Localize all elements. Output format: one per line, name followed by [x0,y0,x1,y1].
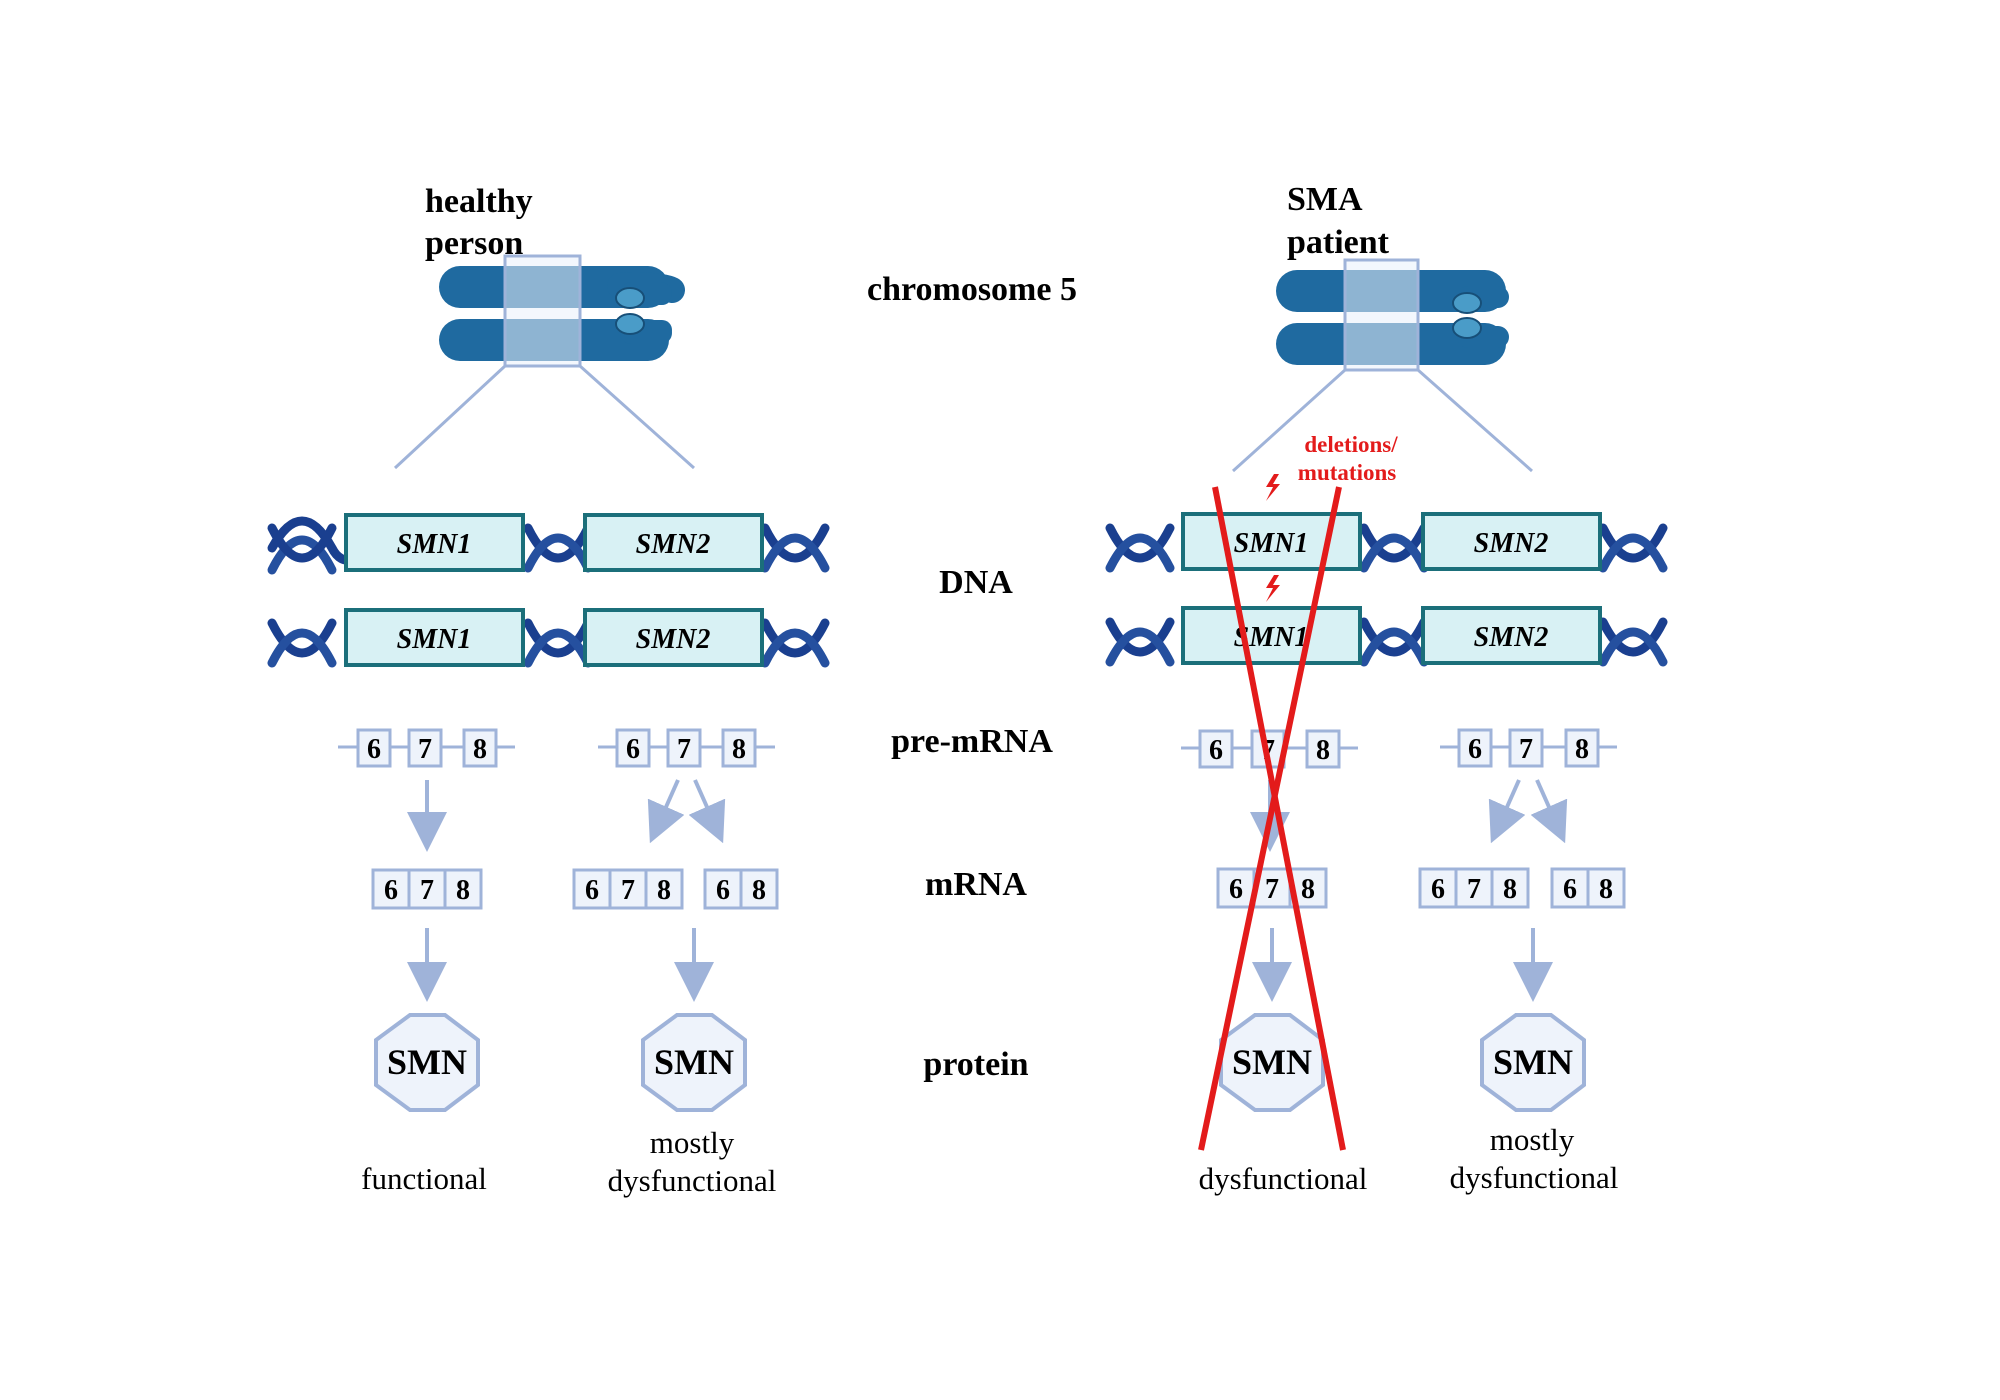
zoom-line-right [578,364,696,470]
gene-box-smn1-bottom: SMN1 [1181,606,1362,665]
gene-box-smn1-top: SMN1 [344,513,525,572]
outcome-smn2-line1: mostly [650,1125,735,1160]
exon-label: 6 [1468,734,1482,765]
protein-octagon-icon: SMN [1219,1013,1325,1112]
outcome-smn1: dysfunctional [1199,1161,1368,1196]
dna-helix-icon [267,516,830,668]
protein-label: SMN [654,1042,734,1082]
panel-healthy: healthy person [267,183,830,1198]
outcome-smn2-line1: mostly [1490,1122,1575,1157]
label-mrna: mRNA [925,866,1027,903]
zoom-line-left [1231,368,1347,473]
exon-label: 6 [1563,874,1577,905]
exon-label: 8 [1316,735,1330,766]
exon-label: 8 [752,875,766,906]
exon-label: 7 [621,875,635,906]
exon-label: 7 [1519,734,1533,765]
protein-octagon-icon: SMN [374,1013,480,1112]
outcome-smn2-line2: dysfunctional [608,1163,777,1198]
exon-label: 6 [1229,874,1243,905]
exon-label: 8 [1575,734,1589,765]
lightning-icon [1266,474,1280,501]
mrna-smn1: 6 7 8 [1216,867,1328,909]
exon-label: 7 [1265,874,1279,905]
gene-label: SMN1 [1234,528,1309,559]
exon-label: 8 [1301,874,1315,905]
exon-label: 8 [657,875,671,906]
exon-label: 6 [1431,874,1445,905]
title-line1: SMA [1287,181,1363,218]
exon-label: 6 [384,875,398,906]
pre-mrna-smn2: 6 7 8 [598,728,775,768]
gene-box-smn2-bottom: SMN2 [583,608,764,667]
label-dna: DNA [939,564,1013,601]
dna-helix-icon [1105,523,1668,667]
label-chromosome: chromosome 5 [867,271,1077,308]
panel-title-healthy: healthy person [425,183,533,262]
exon-label: 7 [418,734,432,765]
exon-label: 6 [1209,735,1223,766]
mrna-smn1: 6 7 8 [371,868,483,910]
exon-label: 8 [732,734,746,765]
protein-label: SMN [1232,1042,1312,1082]
arrow-icon [688,779,726,844]
cross-out-mark [1198,486,1346,1151]
gene-label: SMN1 [397,624,472,655]
arrow-icon [1530,779,1568,844]
title-line2: patient [1287,224,1390,261]
exon-label: 8 [1599,874,1613,905]
gene-box-smn1-bottom: SMN1 [344,608,525,667]
exon-label: 6 [585,875,599,906]
exon-label: 7 [677,734,691,765]
annotation-line1: deletions/ [1304,432,1398,457]
exon-label: 8 [456,875,470,906]
protein-label: SMN [1493,1042,1573,1082]
annotation-line2: mutations [1298,460,1396,485]
gene-label: SMN2 [636,624,711,655]
mrna-smn2: 6 7 8 6 8 [1418,867,1626,909]
exon-label: 6 [626,734,640,765]
pre-mrna-smn2: 6 7 8 [1440,728,1617,768]
mrna-smn2: 6 7 8 6 8 [572,868,779,910]
gene-label: SMN2 [1474,528,1549,559]
chromosome-icon [1276,258,1509,372]
gene-label: SMN1 [397,529,472,560]
pre-mrna-smn1: 6 7 8 [338,728,515,768]
lightning-icon [1266,575,1280,602]
label-pre-mrna: pre-mRNA [891,723,1053,760]
exon-label: 6 [367,734,381,765]
label-protein: protein [923,1046,1028,1083]
protein-label: SMN [387,1042,467,1082]
center-labels: chromosome 5 DNA pre-mRNA mRNA protein [867,271,1077,1083]
panel-title-sma: SMA patient [1287,181,1390,261]
outcome-smn1: functional [361,1161,487,1196]
exon-label: 7 [1467,874,1481,905]
exon-label: 6 [716,875,730,906]
exon-label: 7 [420,875,434,906]
panel-sma: SMA patient deletions/ mutations [1105,181,1668,1196]
gene-box-smn2-top: SMN2 [583,513,764,572]
protein-octagon-icon: SMN [641,1013,747,1112]
arrow-icon [647,779,685,844]
zoom-line-right [1417,368,1533,473]
exon-label: 8 [1503,874,1517,905]
exon-label: 8 [473,734,487,765]
arrow-icon [1488,779,1526,844]
zoom-line-left [393,364,507,470]
gene-label: SMN2 [1474,622,1549,653]
gene-label: SMN2 [636,529,711,560]
gene-box-smn2-top: SMN2 [1421,512,1602,571]
chromosome-icon [439,254,685,368]
annotation-deletions: deletions/ mutations [1298,432,1398,485]
gene-box-smn2-bottom: SMN2 [1421,606,1602,665]
outcome-smn2-line2: dysfunctional [1450,1160,1619,1195]
title-line1: healthy [425,183,533,220]
protein-octagon-icon: SMN [1480,1013,1586,1112]
